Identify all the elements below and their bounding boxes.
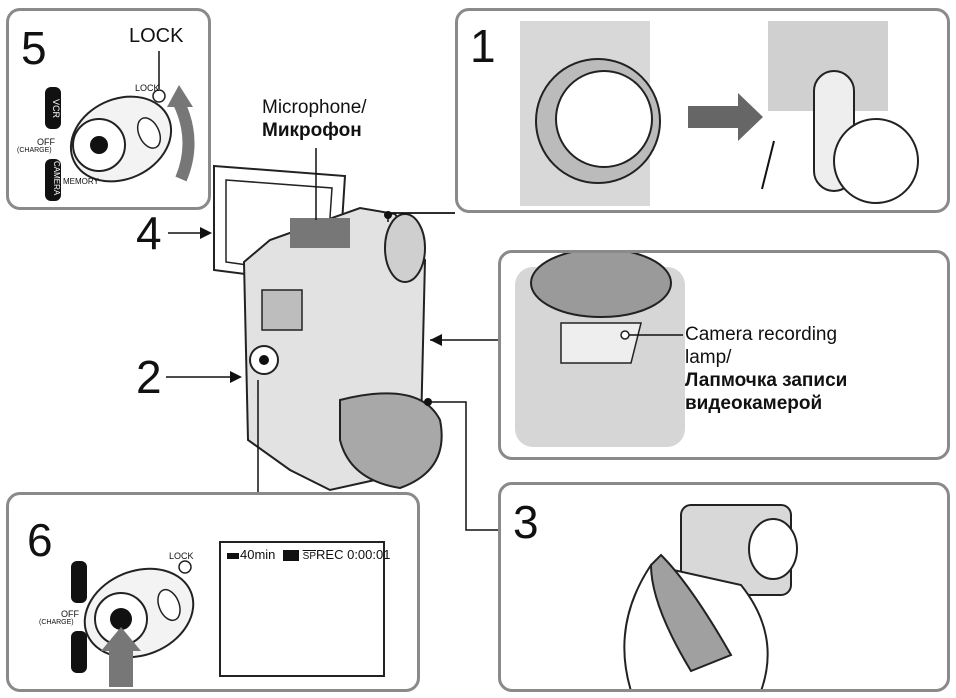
record-button-illustration xyxy=(71,560,195,687)
switch-off-label-6: OFF xyxy=(61,609,79,619)
lock-leader-line xyxy=(158,51,160,89)
lock-small-label-6: LOCK xyxy=(169,551,194,561)
hand-grip-illustration xyxy=(623,504,798,689)
microphone-label-en: Microphone/ xyxy=(262,97,367,118)
step-number-2: 2 xyxy=(136,351,162,403)
cassette-memory-icon xyxy=(283,550,300,562)
lcd-status-line: 40min SPREC 0:00:01 xyxy=(227,547,390,562)
switch-memory-label: MEMORY xyxy=(63,177,99,186)
switch-charge-label-6: (CHARGE) xyxy=(39,619,74,626)
battery-remaining: 40min xyxy=(240,547,276,562)
lcd-display: 40min SPREC 0:00:01 xyxy=(219,541,390,677)
lamp-label-ru-2: видеокамерой xyxy=(685,393,823,414)
lock-small-label: LOCK xyxy=(135,83,160,93)
panel-step-1: 1 xyxy=(455,8,950,213)
recording-lamp-label: Camera recording lamp/ Лапмочка записи в… xyxy=(685,323,847,415)
tape-counter: 0:00:01 xyxy=(347,547,391,562)
rec-indicator: REC xyxy=(316,547,344,562)
lock-label: LOCK xyxy=(129,25,184,47)
panel-step-5: 5 LOCK LOCK VCR OFF (CHARGE) CAMERA MEMO… xyxy=(6,8,211,210)
tape-mode: SP xyxy=(302,551,317,562)
lamp-label-ru-1: Лапмочка записи xyxy=(685,370,848,391)
lens-cap-illustration xyxy=(520,21,919,206)
lamp-label-en-1: Camera recording xyxy=(685,324,838,345)
switch-charge-label: (CHARGE) xyxy=(17,147,52,154)
step-number-6: 6 xyxy=(27,514,53,566)
battery-icon xyxy=(227,552,239,559)
panel-step-3: 3 xyxy=(498,482,950,692)
panel-step-6: 6 LOCK OFF (CHARGE) 40min SPREC 0:00:01 xyxy=(6,492,420,692)
step-number-5: 5 xyxy=(21,22,47,74)
microphone-label: Microphone/ Микрофон xyxy=(262,96,367,142)
microphone-label-ru: Микрофон xyxy=(262,120,362,141)
step-number-3: 3 xyxy=(513,496,539,548)
step-number-1: 1 xyxy=(470,20,496,72)
power-switch-illustration xyxy=(45,85,195,201)
panel-recording-lamp: Camera recording lamp/ Лапмочка записи в… xyxy=(498,250,950,460)
recording-lamp-illustration xyxy=(515,253,685,447)
lamp-label-en-2: lamp/ xyxy=(685,347,732,368)
switch-off-label: OFF xyxy=(37,137,55,147)
step-number-4: 4 xyxy=(136,207,162,259)
